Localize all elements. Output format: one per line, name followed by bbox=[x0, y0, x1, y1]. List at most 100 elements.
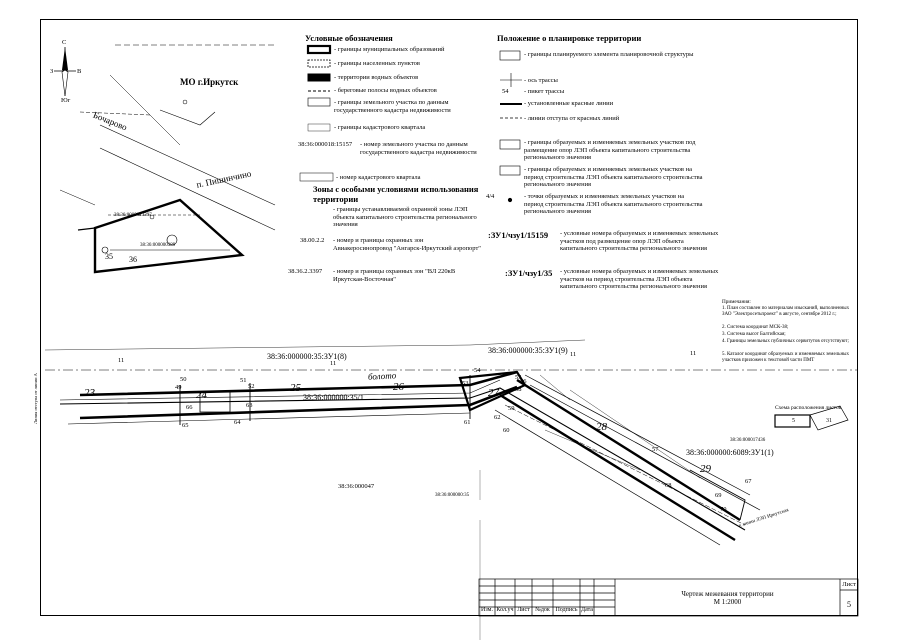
compass-s: Юг bbox=[61, 97, 71, 104]
point-label: 55 bbox=[515, 374, 522, 381]
plan-code-2: :ЗУ1/чзу1/35 bbox=[505, 268, 553, 278]
plan-item: - точки образуемых и изменяемых земельны… bbox=[524, 193, 703, 215]
stamp-col: Лист bbox=[517, 607, 530, 613]
sheet-frame bbox=[40, 19, 858, 616]
point-label: 66 bbox=[186, 404, 193, 411]
label-small-1: 38:36:000000:35 bbox=[435, 493, 470, 498]
picket-label: 25 bbox=[290, 382, 301, 394]
plan-item: - границы планируемого элемента планиров… bbox=[524, 51, 694, 58]
point-label: 52 bbox=[248, 383, 255, 390]
point-label: 11 bbox=[690, 350, 697, 357]
point-label: 68 bbox=[665, 482, 672, 489]
label-zu9: 38:36:000000:35:ЗУ1(9) bbox=[488, 346, 568, 355]
scheme-title: Схема расположения листов bbox=[775, 405, 842, 411]
label-zu1: 38:36:000000:6089:ЗУ1(1) bbox=[686, 448, 774, 457]
point-label: 57 bbox=[652, 446, 659, 453]
note-line: 5. Каталог координат образуемых и изменя… bbox=[722, 352, 849, 363]
compass-icon bbox=[54, 47, 76, 97]
point-label: 49 bbox=[175, 384, 182, 391]
inset-parcel-1: 38:36:0000023397 bbox=[114, 213, 152, 218]
inset-n35: 35 bbox=[105, 252, 113, 261]
label-side: Линия отступа от линии А bbox=[33, 373, 38, 424]
point-label: 59 bbox=[508, 405, 515, 412]
point-label: 70 bbox=[720, 506, 727, 513]
note-line: 2. Система координат МСК-38; bbox=[722, 325, 789, 330]
title-block bbox=[478, 578, 859, 617]
point-label: 51 bbox=[240, 377, 247, 384]
zone3-text: - номер и границы охранных зон "ВЛ 220кВ… bbox=[333, 268, 456, 283]
zone3-code: 38.36.2.3397 bbox=[288, 268, 323, 275]
compass-w: З bbox=[50, 68, 54, 75]
inset-n36: 36 bbox=[129, 255, 137, 264]
inset-map bbox=[59, 44, 276, 274]
stamp-col: Подпись bbox=[555, 607, 578, 613]
point-label: 58 bbox=[515, 386, 522, 393]
point-label: 69 bbox=[715, 492, 722, 499]
point-label: 65 bbox=[182, 422, 189, 429]
point-symbol-label: 4/4 bbox=[486, 193, 495, 200]
label-boloto: болото bbox=[367, 370, 397, 382]
plan-item: - границы образуемых и изменяемых земель… bbox=[524, 139, 696, 161]
stamp-col: Кол.уч bbox=[496, 607, 514, 613]
legend-item: - береговые полосы водных объектов bbox=[334, 87, 437, 94]
point-label: 11 bbox=[570, 351, 577, 358]
point-label: 11 bbox=[118, 357, 125, 364]
point-label: 11 bbox=[330, 360, 337, 367]
plan-code-1-text: - условные номера образуемых и изменяемы… bbox=[560, 230, 719, 252]
zone1-text: - границы устанавливаемой охранной зоны … bbox=[333, 206, 477, 228]
point-label: 63 bbox=[246, 402, 253, 409]
scheme-sheet-a: 5 bbox=[792, 418, 795, 424]
legend-symbols bbox=[299, 44, 522, 203]
picket-label: 24 bbox=[196, 389, 207, 401]
route-axis bbox=[59, 387, 746, 531]
picket-label: 27 bbox=[488, 387, 499, 399]
point-label: 56 bbox=[520, 378, 527, 385]
plan-item: - линии отступа от красных линий bbox=[524, 115, 620, 122]
route-corridor bbox=[44, 339, 858, 640]
note-line: 1. План составлен по материалам изыскани… bbox=[722, 306, 850, 317]
legend-item: - границы населенных пунктов bbox=[334, 60, 420, 67]
picket-symbol: 54 bbox=[502, 88, 509, 95]
legend-item: - границы земельного участка по данным г… bbox=[334, 99, 451, 114]
label-small-2: 38:36:000017436 bbox=[730, 438, 766, 443]
stamp-col: №док bbox=[535, 607, 550, 613]
plan-title: Положение о планировке территории bbox=[497, 33, 642, 43]
legend-item: - территории водных объектов bbox=[334, 74, 419, 81]
plan-item: - установленные красные линии bbox=[524, 100, 614, 107]
picket-label: 26 bbox=[393, 381, 404, 393]
mo-label: МО г.Иркутск bbox=[180, 77, 239, 87]
legend-num1-code: 38:36:000018:15157 bbox=[298, 141, 353, 148]
compass-e: В bbox=[77, 68, 82, 75]
point-label: 60 bbox=[503, 427, 510, 434]
scheme-sheet-b: 31 bbox=[826, 418, 832, 424]
legend-item: - границы муниципальных образований bbox=[334, 46, 445, 53]
note-line: 4. Границы земельных публичных сервитуто… bbox=[722, 339, 849, 344]
stamp-sheet-number: 5 bbox=[847, 600, 851, 609]
stamp-col: Изм. bbox=[481, 607, 493, 613]
stamp-scale: М 1:2000 bbox=[713, 598, 742, 606]
point-label: 54 bbox=[474, 367, 481, 374]
plan-code-1: :ЗУ1/чзу1/15159 bbox=[488, 230, 549, 240]
picket-label: 29 bbox=[700, 463, 711, 475]
legend-title: Условные обозначения bbox=[305, 33, 393, 43]
point-label: 53 bbox=[462, 380, 469, 387]
inset-parcel-2: 38:36:000000389 bbox=[140, 243, 176, 248]
notes-title: Примечания: bbox=[722, 299, 751, 305]
stamp-col: Дата bbox=[581, 607, 593, 613]
zone2-text: - номер и границы охранных зон Авиакерос… bbox=[333, 237, 481, 252]
zone2-code: 38.00.2.2 bbox=[300, 237, 325, 244]
zones-title: Зоны с особыми условиями использования т… bbox=[313, 184, 479, 204]
notes-scheme bbox=[774, 405, 849, 431]
label-quarter: 38:36:000047 bbox=[338, 483, 375, 490]
note-line: 3. Система высот Балтийская; bbox=[722, 332, 786, 337]
point-label: 61 bbox=[464, 419, 471, 426]
plan-item: - ось трассы bbox=[524, 77, 558, 84]
label-zu8: 38:36:000000:35:ЗУ1(8) bbox=[267, 352, 347, 361]
plan-item: - границы образуемых и изменяемых земель… bbox=[524, 166, 703, 188]
point-label: 64 bbox=[234, 419, 241, 426]
plan-item: - пикет трассы bbox=[524, 88, 565, 95]
stamp-sheet-label: Лист bbox=[842, 581, 856, 588]
plan-code-2-text: - условные номера образуемых и изменяемы… bbox=[560, 268, 719, 290]
legend-item: - границы кадастрового квартала bbox=[334, 124, 426, 131]
